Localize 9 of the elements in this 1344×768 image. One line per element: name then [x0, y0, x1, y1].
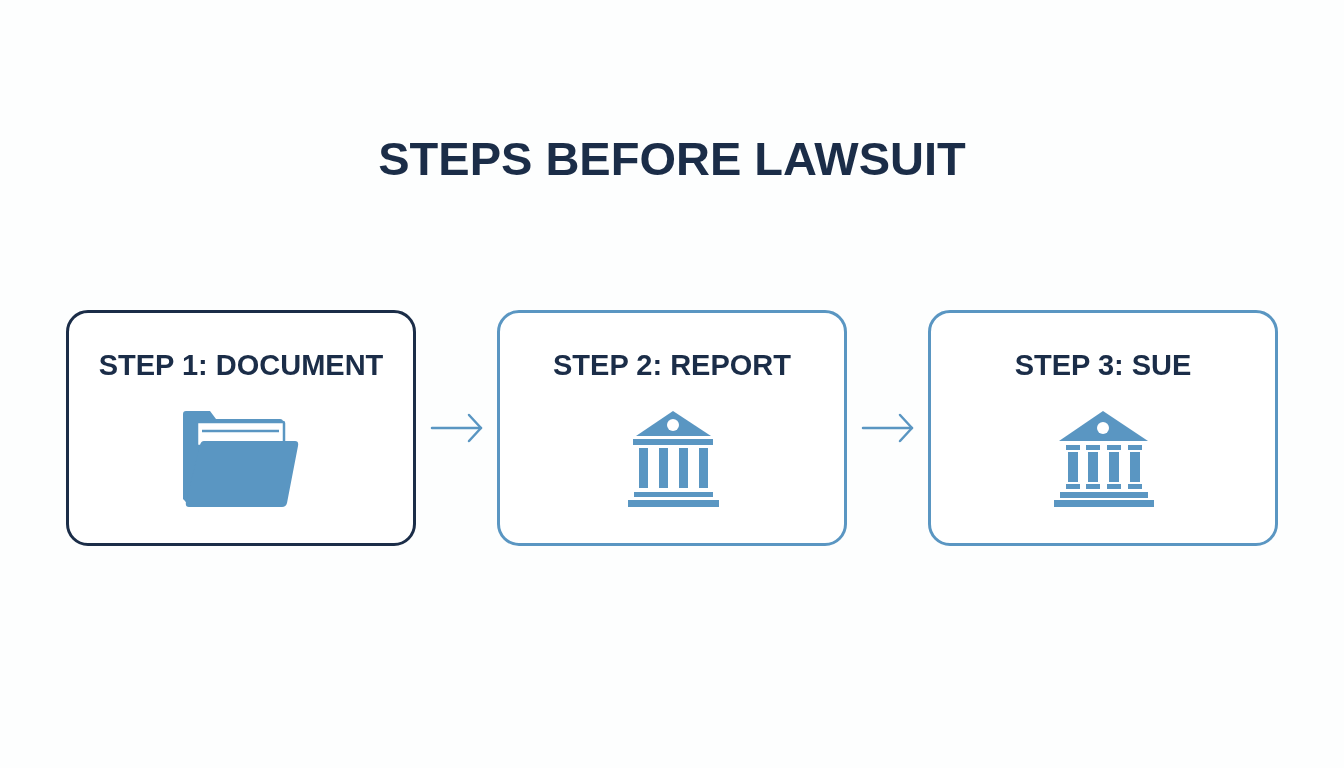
step-heading: STEP 2: REPORT — [553, 349, 791, 382]
step-box — [928, 310, 1278, 546]
diagram-title: STEPS BEFORE LAWSUIT — [378, 131, 966, 186]
step-box — [497, 310, 847, 546]
step-heading: STEP 1: DOCUMENT — [98, 349, 384, 382]
step-heading: STEP 3: SUE — [1014, 349, 1192, 382]
arrow — [861, 413, 914, 443]
arrow — [430, 413, 483, 443]
step-box — [66, 310, 416, 546]
